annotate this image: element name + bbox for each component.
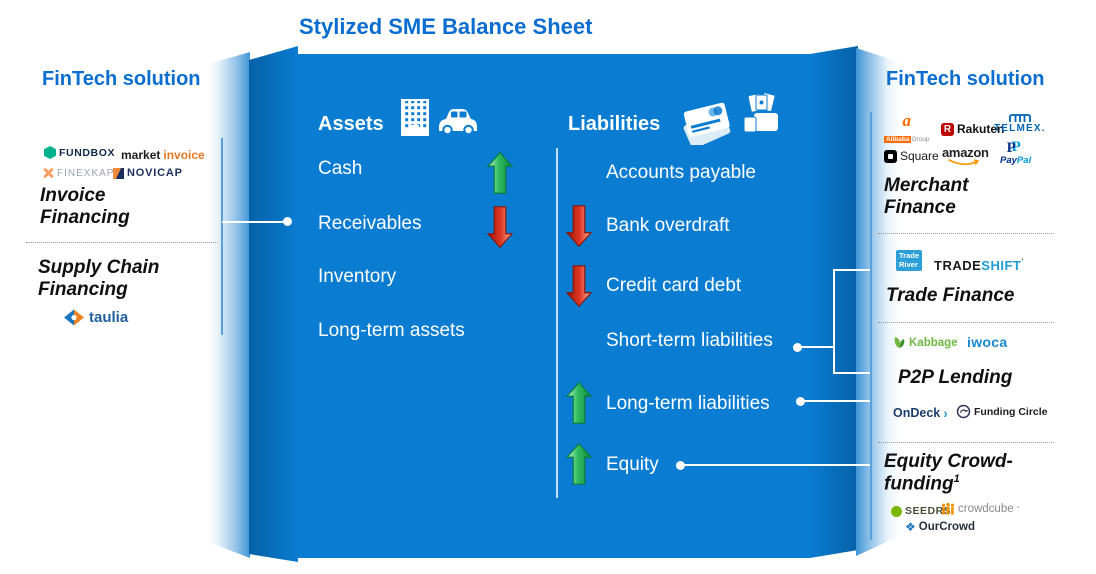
building-icon bbox=[401, 99, 429, 136]
logo-tradeshift: TRADESHIFT’ bbox=[934, 257, 1024, 273]
connector-line bbox=[833, 372, 871, 374]
liability-item-short-term-liabilities: Short-term liabilities bbox=[606, 330, 773, 351]
kabbage-leaf-icon bbox=[894, 337, 905, 348]
balance-sheet-panel bbox=[297, 54, 810, 558]
logo-crowdcube: crowdcube° bbox=[941, 503, 1019, 515]
decrease-arrow-icon bbox=[487, 206, 513, 249]
liability-item-long-term-liabilities: Long-term liabilities bbox=[606, 393, 770, 414]
logo-funding-circle: Funding Circle bbox=[956, 404, 1048, 419]
ourcrowd-diamond-icon: ❖ bbox=[905, 520, 916, 534]
left-fold bbox=[249, 44, 298, 562]
right-dotted-divider bbox=[878, 322, 1054, 323]
section-label-equity-crowdfunding: Equity Crowd- funding1 bbox=[884, 451, 1013, 495]
section-label-p2p-lending: P2P Lending bbox=[898, 367, 1013, 388]
liability-item-credit-card-debt: Credit card debt bbox=[606, 275, 742, 296]
left-dotted-divider bbox=[26, 242, 218, 243]
crowdcube-people-icon bbox=[942, 503, 954, 515]
decrease-arrow-icon bbox=[566, 265, 592, 308]
rakuten-r-icon: R bbox=[941, 122, 954, 136]
fundbox-hexagon-icon bbox=[44, 146, 56, 159]
right-page-edge bbox=[856, 46, 900, 556]
logo-trade-river: Trade River bbox=[896, 250, 923, 272]
increase-arrow-icon bbox=[566, 381, 592, 424]
increase-arrow-icon bbox=[566, 442, 592, 485]
connector-line bbox=[870, 112, 872, 540]
logo-taulia: taulia bbox=[62, 308, 128, 327]
assets-heading: Assets bbox=[318, 113, 384, 135]
logo-fundbox: FUNDBOX bbox=[44, 146, 115, 159]
connector-line bbox=[800, 346, 834, 348]
logo-square: Square bbox=[884, 149, 939, 163]
amazon-smile-icon bbox=[948, 159, 980, 166]
logo-iwoca: iwoca bbox=[967, 334, 1008, 350]
connector-line bbox=[683, 464, 871, 466]
asset-item-long-term-assets: Long-term assets bbox=[318, 320, 465, 341]
logo-amazon: amazon bbox=[942, 146, 989, 166]
logo-ondeck: OnDeck› bbox=[893, 405, 948, 421]
credit-cards-icon bbox=[683, 102, 731, 145]
paypal-icon: P P bbox=[1006, 139, 1021, 156]
funding-circle-icon bbox=[956, 404, 971, 419]
seedrs-icon bbox=[891, 505, 902, 517]
telmex-icon bbox=[1008, 114, 1031, 122]
logo-telmex: TELMEX. bbox=[994, 114, 1046, 134]
connector-line bbox=[222, 221, 286, 223]
section-label-trade-finance: Trade Finance bbox=[886, 285, 1015, 306]
liabilities-heading: Liabilities bbox=[568, 113, 661, 135]
liability-item-equity: Equity bbox=[606, 454, 659, 475]
money-wallet-icon bbox=[743, 93, 778, 133]
connector-dot bbox=[676, 461, 685, 470]
connector-line bbox=[803, 400, 871, 402]
square-icon bbox=[884, 149, 897, 163]
logo-paypal: P P PayPal bbox=[1000, 139, 1032, 166]
right-dotted-divider bbox=[878, 442, 1054, 443]
connector-line bbox=[833, 269, 871, 271]
left-fintech-heading: FinTech solution bbox=[42, 68, 201, 90]
asset-item-cash: Cash bbox=[318, 158, 363, 179]
connector-line bbox=[221, 138, 223, 335]
connector-dot bbox=[793, 343, 802, 352]
right-dotted-divider bbox=[878, 233, 1054, 234]
asset-item-inventory: Inventory bbox=[318, 266, 397, 287]
section-label-merchant-finance: Merchant Finance bbox=[884, 175, 969, 219]
section-label-supply-chain-financing: Supply Chain Financing bbox=[38, 257, 160, 301]
left-page-edge bbox=[208, 50, 250, 558]
connector-dot bbox=[283, 217, 292, 226]
logo-kabbage: Kabbage bbox=[893, 336, 958, 349]
novicap-icon bbox=[113, 167, 124, 179]
liability-item-accounts-payable: Accounts payable bbox=[606, 162, 756, 183]
logo-novicap: NOVICAP bbox=[113, 167, 183, 179]
connector-line bbox=[833, 269, 835, 374]
increase-arrow-icon bbox=[487, 151, 513, 194]
car-icon bbox=[439, 109, 477, 136]
decrease-arrow-icon bbox=[566, 205, 592, 248]
footnote-marker: 1 bbox=[953, 473, 960, 486]
section-label-invoice-financing: Invoice Financing bbox=[40, 185, 130, 229]
logo-finexkap: FINEXKAP bbox=[42, 167, 114, 179]
figure-title: Stylized SME Balance Sheet bbox=[299, 14, 593, 39]
logo-seedrs: SEEDRS bbox=[891, 505, 951, 517]
finexkap-x-icon bbox=[42, 167, 54, 179]
liability-item-bank-overdraft: Bank overdraft bbox=[606, 215, 730, 236]
connector-dot bbox=[796, 397, 805, 406]
logo-rakuten: R Rakuten bbox=[941, 122, 1004, 136]
logo-ourcrowd: ❖ OurCrowd bbox=[905, 520, 975, 534]
assets-liabilities-divider bbox=[556, 148, 558, 498]
right-fintech-heading: FinTech solution bbox=[886, 68, 1045, 90]
taulia-icon bbox=[64, 309, 84, 326]
asset-item-receivables: Receivables bbox=[318, 213, 422, 234]
